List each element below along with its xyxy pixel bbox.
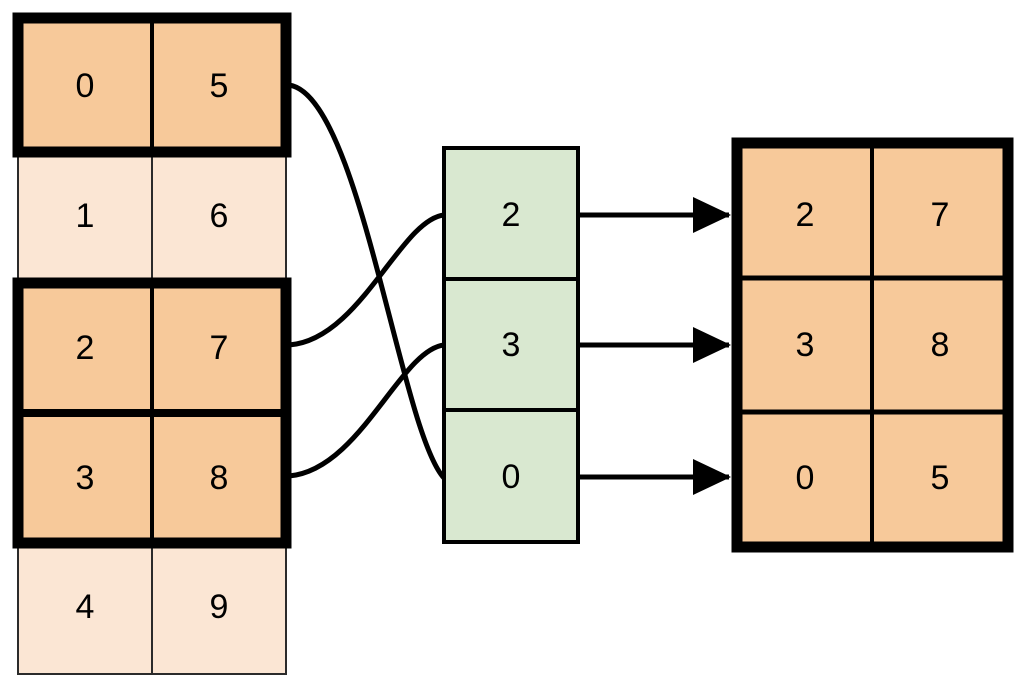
source-cell-value: 1 [76,197,95,235]
source-cell-value: 8 [210,459,229,497]
source-cell-value: 6 [210,197,229,235]
source-array: 1 6 4 9 0 5 [12,12,292,675]
result-row-0[interactable]: 2 7 [796,196,950,234]
source-cell-value: 9 [210,588,229,626]
source-cell-value: 0 [76,67,95,105]
index-cell-1[interactable]: 3 [502,326,521,364]
index-cell-0[interactable]: 2 [502,196,521,234]
source-cell-value: 5 [210,67,229,105]
source-cell-value: 4 [76,588,95,626]
connector-curves [288,82,446,480]
result-cell-value: 2 [796,196,815,234]
result-row-2[interactable]: 0 5 [796,459,950,497]
result-array: 2 7 3 8 0 5 [731,137,1014,553]
source-row-2[interactable]: 2 7 [76,329,229,367]
index-cell-2[interactable]: 0 [502,458,521,496]
curve-source-row0-to-index2 [288,82,446,480]
index-cell-value: 2 [502,196,521,234]
index-cell-value: 3 [502,326,521,364]
curve-source-row2-to-index0 [288,212,445,348]
result-cell-value: 3 [796,326,815,364]
result-cell-value: 0 [796,459,815,497]
source-row-2-and-3-block [12,277,292,549]
source-row-0[interactable]: 0 5 [12,12,292,158]
source-row-4[interactable]: 4 9 [17,542,287,675]
index-cell-value: 0 [502,458,521,496]
source-cell-value: 2 [76,329,95,367]
result-row-1[interactable]: 3 8 [796,326,950,364]
source-row-3[interactable]: 3 8 [76,459,229,497]
source-cell-value: 3 [76,459,95,497]
result-cell-value: 8 [931,326,950,364]
source-cell-value: 7 [210,329,229,367]
index-array: 2 3 0 [442,146,580,544]
curve-source-row3-to-index1 [288,342,445,479]
source-row-1[interactable]: 1 6 [17,151,287,284]
result-cell-value: 5 [931,459,950,497]
result-cell-value: 7 [931,196,950,234]
result-arrows [578,197,732,496]
